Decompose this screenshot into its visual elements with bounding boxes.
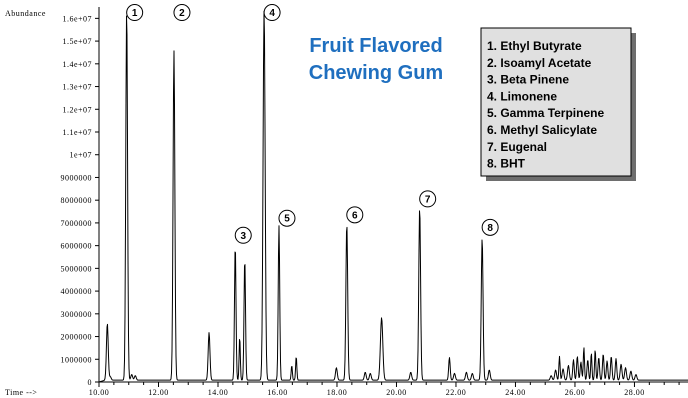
peak-label: 7 (419, 190, 437, 208)
peak-label-number: 4 (269, 8, 275, 19)
peak-label-circle (419, 190, 437, 208)
peak-label-circle (234, 226, 252, 244)
legend-entry: 1. Ethyl Butyrate (487, 39, 582, 53)
chart-title-line-2: Chewing Gum (309, 62, 443, 84)
chromatogram-trace (98, 10, 688, 383)
x-tick-label: 12.00 (148, 388, 169, 397)
x-tick-label: 28.00 (624, 388, 645, 397)
y-tick-label: 8000000 (61, 196, 93, 205)
legend-entry: 6. Methyl Salicylate (487, 123, 597, 137)
peak-label-circle (481, 218, 499, 236)
legend-entry: 4. Limonene (487, 89, 557, 103)
x-tick-label: 22.00 (446, 388, 467, 397)
peak-label-number: 3 (240, 231, 246, 242)
peak-label: 1 (126, 4, 144, 22)
peak-label-number: 6 (352, 210, 358, 221)
peak-label-number: 7 (425, 194, 431, 205)
peak-label: 2 (173, 4, 191, 22)
peak-labels: 1 2 3 4 5 6 7 8 (126, 4, 499, 244)
peak-label-number: 8 (487, 223, 493, 234)
peak-label-number: 1 (132, 8, 138, 19)
y-tick-label: 3000000 (61, 310, 93, 319)
x-tick-label: 16.00 (267, 388, 288, 397)
y-tick-label: 1.4e+07 (62, 60, 92, 69)
y-tick-label: 1.5e+07 (62, 37, 92, 46)
x-axis-label: Time --> (5, 388, 37, 397)
y-tick-label: 1.2e+07 (62, 105, 92, 114)
chart-title: Fruit Flavored Chewing Gum (309, 35, 443, 84)
legend-entry: 2. Isoamyl Acetate (487, 56, 592, 70)
y-tick-label: 0 (88, 378, 93, 387)
peak-label-number: 2 (179, 8, 185, 19)
peak-label: 8 (481, 218, 499, 236)
y-tick-label: 7000000 (61, 219, 93, 228)
y-tick-label: 9000000 (61, 173, 93, 182)
legend-entry: 7. Eugenal (487, 140, 547, 154)
y-tick-label: 1e+07 (69, 151, 92, 160)
peak-label-circle (126, 4, 144, 22)
peak-label-circle (173, 4, 191, 22)
chart-title-line-1: Fruit Flavored (309, 35, 442, 57)
x-tick-label: 26.00 (565, 388, 586, 397)
legend-entry: 5. Gamma Terpinene (487, 106, 604, 120)
y-axis-label: Abundance (5, 9, 46, 18)
y-axis: 0 1000000 2000000 3000000 4000000 5000000 6000… (61, 7, 100, 387)
peak-label: 4 (263, 4, 281, 22)
peak-label-circle (346, 206, 364, 224)
y-tick-label: 1.6e+07 (62, 14, 92, 23)
x-axis: 10.00 12.00 14.00 16.00 18.00 20.00 22.00 24.00… (89, 381, 688, 397)
legend-box (480, 27, 632, 177)
peak-label: 3 (234, 226, 252, 244)
y-tick-label: 5000000 (61, 264, 93, 273)
x-tick-label: 18.00 (327, 388, 348, 397)
peak-label: 6 (346, 206, 364, 224)
legend: 1. Ethyl Butyrate 2. Isoamyl Acetate 3. Be… (480, 27, 636, 181)
x-tick-label: 10.00 (89, 388, 110, 397)
x-tick-label: 14.00 (208, 388, 229, 397)
x-tick-label: 24.00 (505, 388, 526, 397)
peak-label-circle (263, 4, 281, 22)
x-tick-label: 20.00 (386, 388, 407, 397)
peak-label: 5 (278, 209, 296, 227)
y-tick-label: 6000000 (61, 242, 93, 251)
chromatogram-trace-group (98, 10, 688, 383)
y-tick-label: 1000000 (61, 355, 93, 364)
y-tick-label: 4000000 (61, 287, 93, 296)
peak-label-number: 5 (284, 214, 290, 225)
legend-entry: 8. BHT (487, 157, 526, 171)
y-tick-label: 2000000 (61, 333, 93, 342)
y-tick-label: 1.3e+07 (62, 83, 92, 92)
legend-entry: 3. Beta Pinene (487, 73, 569, 87)
y-tick-label: 1.1e+07 (62, 128, 92, 137)
peak-label-circle (278, 209, 296, 227)
